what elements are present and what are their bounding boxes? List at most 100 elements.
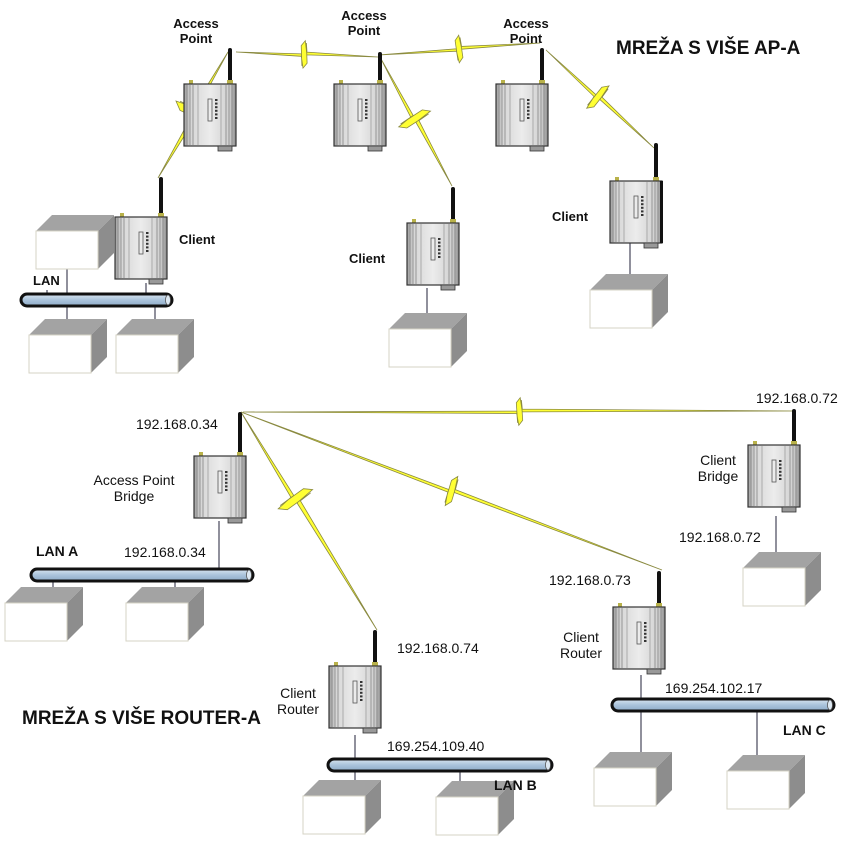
lan-c-bus <box>610 697 836 713</box>
antenna-icon <box>238 412 242 456</box>
led-indicator <box>779 478 782 480</box>
led-indicator <box>215 99 218 101</box>
led-indicator <box>360 681 363 683</box>
computer-side <box>451 313 467 367</box>
led-indicator <box>146 250 149 252</box>
computer-front <box>388 328 452 368</box>
lan-b-label: LAN B <box>494 777 537 793</box>
antenna-connector <box>656 603 662 608</box>
device-edge <box>660 181 663 243</box>
led-indicator <box>225 489 228 491</box>
antenna-icon <box>540 48 544 84</box>
led-indicator <box>641 199 644 202</box>
aux-connector <box>412 219 416 224</box>
computer-top-lan-1 <box>35 215 114 270</box>
ethernet-port <box>227 517 243 524</box>
client-3 <box>609 143 663 249</box>
computer-side <box>789 755 805 809</box>
wireless-link-ap3-client3 <box>545 49 655 149</box>
computer-top <box>727 755 805 771</box>
aux-connector <box>615 177 619 182</box>
led-indicator <box>779 460 782 462</box>
computer-client3 <box>589 274 668 329</box>
computer-side <box>805 552 821 606</box>
led-indicator <box>365 106 368 109</box>
lan-a-bus <box>29 567 255 583</box>
computer-front <box>35 230 99 270</box>
lightning-bolt-icon <box>379 56 453 187</box>
computer-lan-a-2 <box>125 587 204 642</box>
client-router-b-wireless-ip: 192.168.0.74 <box>397 640 479 656</box>
access-point-3-label: Access Point <box>492 16 560 47</box>
antenna-connector <box>227 80 233 85</box>
led-indicator <box>641 210 644 213</box>
port-block <box>430 237 436 261</box>
computer-front <box>4 602 68 642</box>
computer-front <box>435 796 499 836</box>
computer-client-bridge <box>742 552 821 607</box>
lan-bus-pipe <box>19 292 174 308</box>
led-indicator <box>225 485 228 488</box>
computer-lan-c-1 <box>593 752 672 807</box>
client-router-b-lan-ip: 169.254.109.40 <box>387 738 485 754</box>
ethernet-port <box>646 668 662 675</box>
antenna-icon <box>451 187 455 223</box>
aux-connector <box>189 80 193 85</box>
led-indicator <box>225 478 228 481</box>
aux-connector <box>334 662 338 667</box>
computer-front <box>115 334 179 374</box>
led-indicator <box>146 235 149 238</box>
antenna-connector <box>372 662 378 667</box>
led-indicator <box>644 629 647 632</box>
led-indicator <box>365 117 368 119</box>
client-bridge-wireless-ip: 192.168.0.72 <box>756 390 838 406</box>
lightning-bolt-icon <box>240 411 663 571</box>
lightning-bolt-icon <box>242 396 797 427</box>
lightning-bolt-icon <box>235 39 379 70</box>
computer-side <box>91 319 107 373</box>
client-router-b-label: Client Router <box>270 685 326 717</box>
aux-connector <box>120 213 124 218</box>
computer-front <box>302 795 366 835</box>
top-section-title: MREŽA S VIŠE AP-A <box>616 38 801 59</box>
computer-side <box>498 781 514 835</box>
led-indicator <box>644 640 647 642</box>
computer-top <box>303 780 381 796</box>
computer-top <box>5 587 83 603</box>
led-indicator <box>215 113 218 116</box>
client-router-c-wireless-ip: 192.168.0.73 <box>549 572 631 588</box>
led-indicator <box>644 622 647 624</box>
lightning-bolt-icon <box>240 411 378 631</box>
computer-side <box>67 587 83 641</box>
led-indicator <box>146 242 149 245</box>
antenna-connector <box>450 219 456 224</box>
led-indicator <box>527 99 530 101</box>
antenna-connector <box>791 441 797 446</box>
antenna-connector <box>237 452 243 457</box>
device-body <box>612 606 666 670</box>
device-body <box>333 83 387 147</box>
ap-bridge-label-line1: Access Point <box>93 472 175 488</box>
led-indicator <box>360 688 363 691</box>
ethernet-port <box>217 145 233 152</box>
device-body <box>328 665 382 729</box>
lan-bus-pipe <box>610 697 836 713</box>
led-indicator <box>365 113 368 116</box>
access-point-2 <box>333 52 387 152</box>
computer-front <box>726 770 790 810</box>
antenna-icon <box>792 409 796 445</box>
port-block <box>207 98 213 122</box>
led-indicator <box>527 102 530 105</box>
computer-client2 <box>388 313 467 368</box>
port-block <box>138 231 144 255</box>
ethernet-port <box>362 727 378 734</box>
device-body <box>406 222 460 286</box>
computer-top <box>116 319 194 335</box>
ethernet-port <box>643 242 659 249</box>
computer-top <box>126 587 204 603</box>
led-indicator <box>360 691 363 694</box>
client-bridge-label-line2: Bridge <box>697 468 739 485</box>
ethernet-port <box>781 506 797 513</box>
computer-top <box>389 313 467 329</box>
